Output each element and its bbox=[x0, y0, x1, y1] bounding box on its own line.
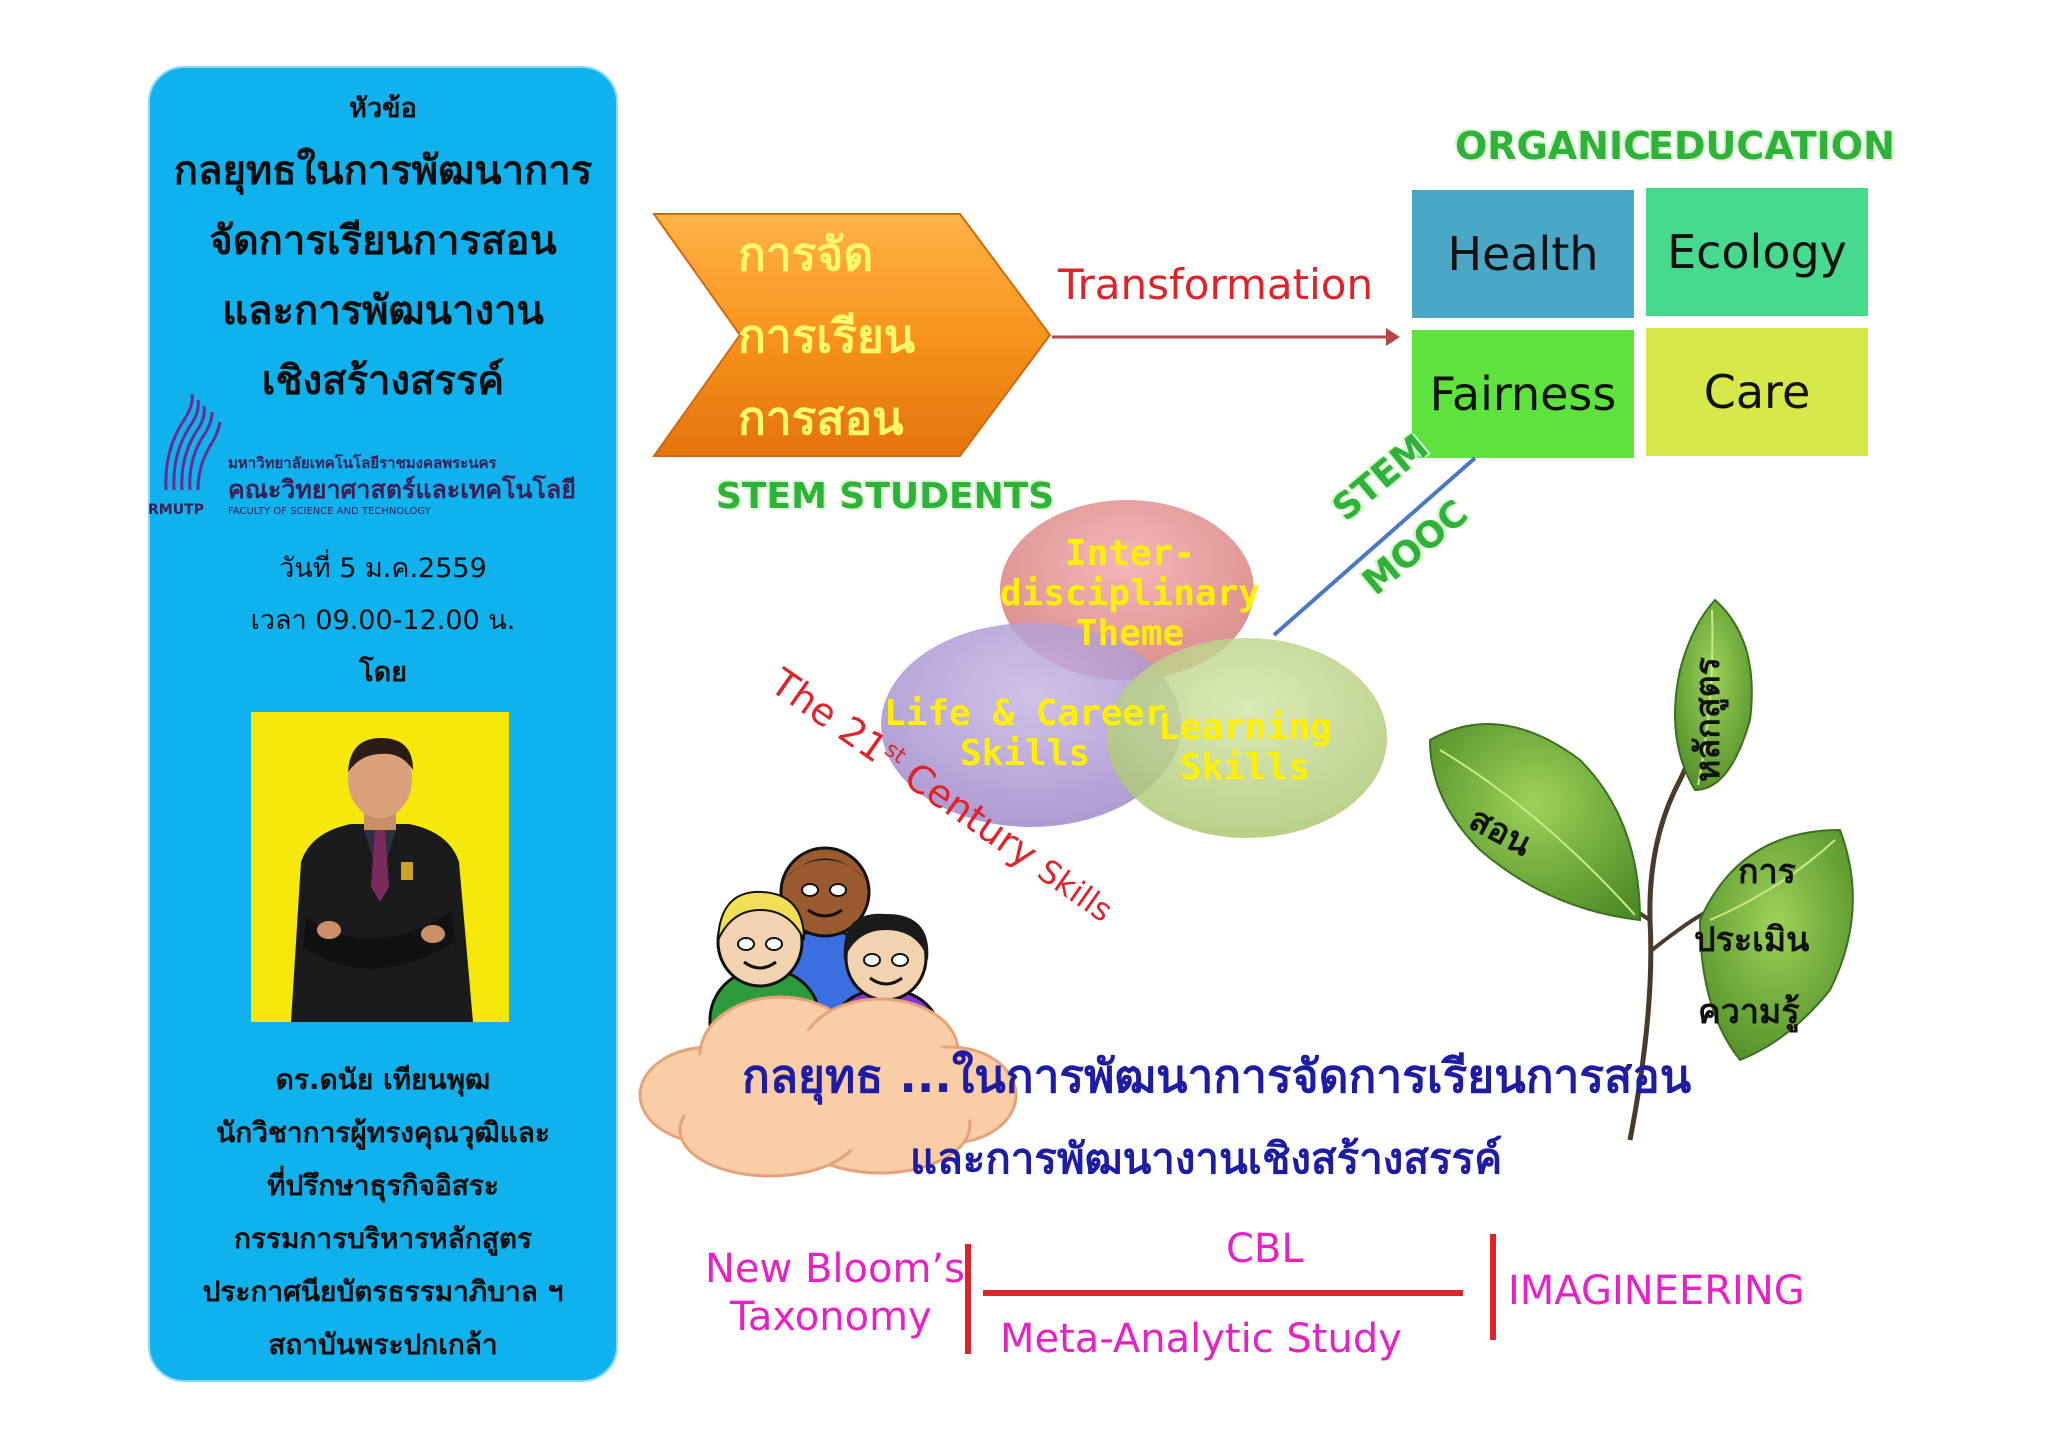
venn-right-line-2: Skills bbox=[1179, 747, 1311, 788]
venn-circle-left bbox=[881, 623, 1181, 827]
connector-line bbox=[1272, 456, 1477, 637]
cloud-shape bbox=[638, 995, 1018, 1178]
chevron-line-3: การสอน bbox=[738, 391, 904, 445]
title-line-4: เชิงสร้างสรรค์ bbox=[261, 358, 505, 404]
transformation-arrow bbox=[1052, 328, 1400, 346]
care-box: Care bbox=[1646, 328, 1868, 456]
title-line-3: และการพัฒนางาน bbox=[222, 288, 544, 334]
fairness-label: Fairness bbox=[1429, 367, 1617, 421]
time-text: เวลา 09.00-12.00 น. bbox=[250, 605, 516, 636]
logo-abbr: RMUTP bbox=[148, 502, 204, 518]
title-line-1: กลยุทธในการพัฒนาการ bbox=[173, 148, 593, 194]
leaf-label-evaluate: ประเมิน bbox=[1694, 920, 1810, 960]
education-label: EDUCATION bbox=[1648, 124, 1895, 168]
middle-line bbox=[983, 1290, 1463, 1296]
fairness-box: Fairness bbox=[1412, 330, 1634, 458]
bio-line-4: กรรมการบริหารหลักสูตร bbox=[233, 1222, 533, 1255]
health-label: Health bbox=[1447, 227, 1599, 281]
left-divider bbox=[965, 1244, 971, 1354]
organic-label: ORGANIC bbox=[1455, 124, 1651, 168]
century-suffix: Skills bbox=[1030, 851, 1120, 930]
leaf-label-the: การ bbox=[1738, 852, 1796, 892]
venn-right-line-1: Learning bbox=[1158, 707, 1332, 748]
transformation-label: Transformation bbox=[1058, 260, 1374, 309]
strategy-line-1: กลยุทธ ...ในการพัฒนาการจัดการเรียนการสอน bbox=[742, 1049, 1692, 1103]
faculty-english-name: FACULTY OF SCIENCE AND TECHNOLOGY bbox=[228, 506, 431, 517]
venn-circle-right bbox=[1107, 638, 1387, 838]
university-name: มหาวิทยาลัยเทคโนโลยีราชมงคลพระนคร bbox=[228, 454, 497, 472]
by-text: โดย bbox=[359, 657, 407, 688]
ecology-label: Ecology bbox=[1667, 225, 1847, 279]
bio-line-6: สถาบันพระปกเกล้า bbox=[268, 1328, 498, 1361]
chevron-line-1: การจัด bbox=[738, 227, 874, 281]
date-text: วันที่ 5 ม.ค.2559 bbox=[279, 553, 487, 584]
meta-analytic-label: Meta-Analytic Study bbox=[1000, 1316, 1402, 1362]
new-bloom-label: New Bloom’s bbox=[705, 1246, 965, 1292]
taxonomy-label: Taxonomy bbox=[730, 1294, 932, 1340]
topic-heading: หัวข้อ bbox=[349, 93, 417, 124]
title-line-2: จัดการเรียนการสอน bbox=[209, 218, 557, 264]
leaf-branch-illustration bbox=[1428, 598, 1854, 1141]
venn-left-line-2: Skills bbox=[959, 733, 1091, 774]
leaf-label-curriculum: หลักสูตร bbox=[1688, 657, 1728, 782]
venn-top-line-2: disciplinary bbox=[999, 573, 1261, 614]
venn-left-line-1: Life & Career bbox=[884, 693, 1166, 734]
stem-students-label: STEM STUDENTS bbox=[716, 476, 1055, 517]
venn-top-line-1: Inter- bbox=[1064, 533, 1196, 574]
venn-top-text: Inter- disciplinary Theme bbox=[995, 534, 1265, 654]
ecology-box: Ecology bbox=[1646, 188, 1868, 316]
speaker-name: ดร.ดนัย เทียนพุฒ bbox=[275, 1063, 491, 1096]
bio-line-2: นักวิชาการผู้ทรงคุณวุฒิและ bbox=[216, 1116, 550, 1149]
venn-diagram bbox=[881, 500, 1387, 838]
chevron-line-2: การเรียน bbox=[738, 309, 916, 363]
bio-line-5: ประกาศนียบัตรธรรมาภิบาล ฯ bbox=[202, 1275, 564, 1308]
speaker-photo bbox=[251, 712, 509, 1022]
rmutp-logo-icon bbox=[164, 393, 222, 491]
venn-top-line-3: Theme bbox=[1075, 613, 1185, 654]
venn-left-text: Life & Career Skills bbox=[880, 694, 1170, 774]
venn-right-text: Learning Skills bbox=[1150, 708, 1340, 788]
health-box: Health bbox=[1412, 190, 1634, 318]
bio-line-3: ที่ปรึกษาธุรกิจอิสระ bbox=[267, 1169, 499, 1202]
speaker-info-panel: หัวข้อ กลยุทธในการพัฒนาการ จัดการเรียนกา… bbox=[148, 66, 618, 1382]
imagineering-label: IMAGINEERING bbox=[1508, 1268, 1805, 1314]
leaf-label-knowledge: ความรู้ bbox=[1698, 992, 1800, 1032]
right-divider bbox=[1490, 1234, 1496, 1340]
care-label: Care bbox=[1703, 365, 1811, 419]
strategy-line-2: และการพัฒนางานเชิงสร้างสรรค์ bbox=[910, 1134, 1503, 1183]
chevron-arrow-shape bbox=[652, 213, 1052, 457]
cbl-label: CBL bbox=[1226, 1226, 1304, 1272]
faculty-name: คณะวิทยาศาสตร์และเทคโนโลยี bbox=[228, 475, 576, 504]
